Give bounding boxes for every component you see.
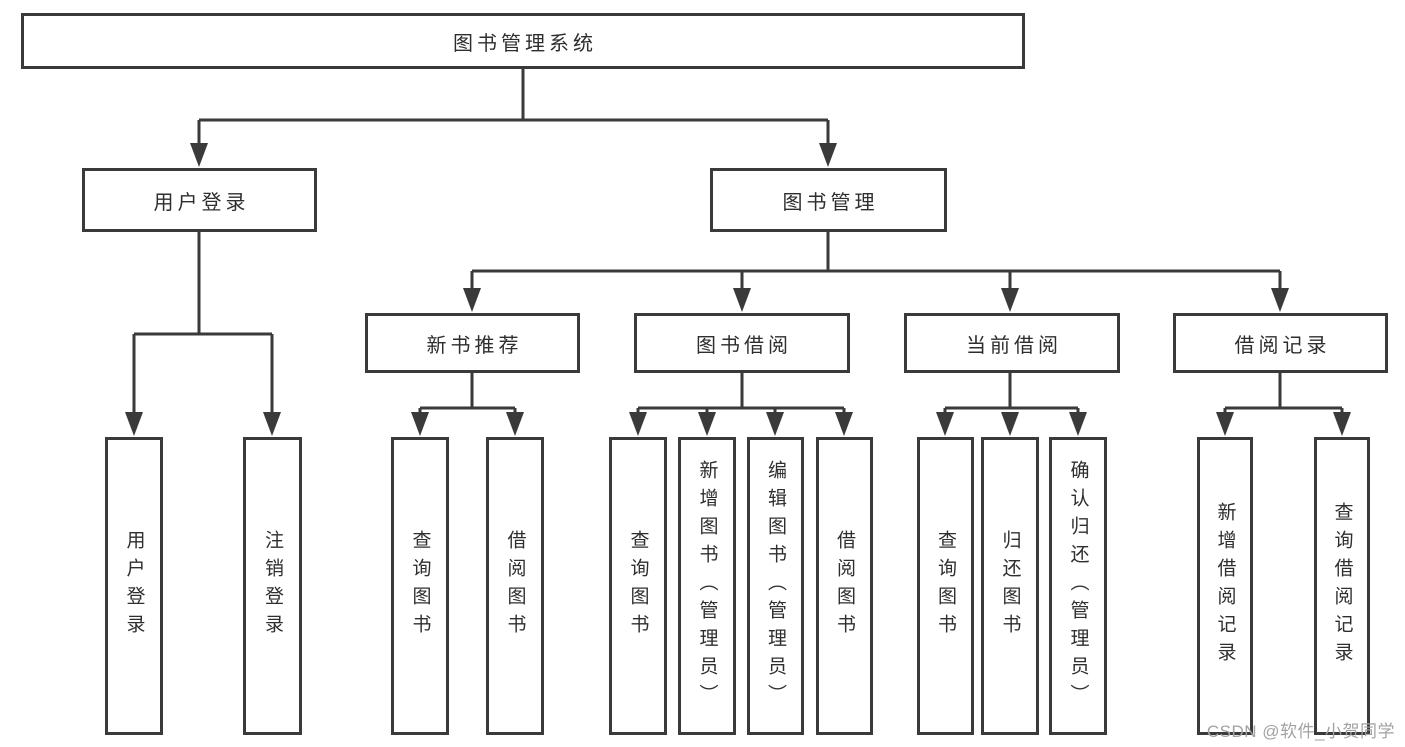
node-borrow-records: 借阅记录 — [1173, 313, 1388, 373]
leaf-logout: 注销登录 — [243, 437, 302, 735]
leaf-query-borrow-record-label: 查询借阅记录 — [1331, 502, 1353, 670]
leaf-add-book-admin: 新增图书（管理员） — [678, 437, 736, 735]
arrowheads — [125, 143, 1351, 436]
leaf-confirm-return-admin: 确认归还（管理员） — [1049, 437, 1107, 735]
connector-current-borrow-to-leaves — [943, 373, 1080, 418]
node-current-borrow-label: 当前借阅 — [966, 334, 1062, 357]
leaf-add-book-admin-label: 新增图书（管理员） — [696, 460, 718, 712]
leaf-add-borrow-record: 新增借阅记录 — [1197, 437, 1253, 735]
leaf-logout-label: 注销登录 — [262, 530, 283, 642]
node-current-borrow: 当前借阅 — [904, 313, 1120, 373]
node-user-login: 用户登录 — [82, 168, 317, 232]
leaf-borrow-books-label: 借阅图书 — [834, 530, 855, 642]
leaf-add-borrow-record-label: 新增借阅记录 — [1214, 502, 1236, 670]
connector-new-book-recommend-to-leaves — [418, 373, 517, 418]
leaf-user-login-label: 用户登录 — [123, 530, 145, 642]
leaf-borrow-books: 借阅图书 — [816, 437, 873, 735]
leaf-query-books-borrow-label: 查询图书 — [627, 530, 649, 642]
leaf-query-borrow-record: 查询借阅记录 — [1314, 437, 1370, 735]
node-new-book-recommend: 新书推荐 — [365, 313, 580, 373]
leaf-query-books-current: 查询图书 — [917, 437, 974, 735]
leaf-query-books-borrow: 查询图书 — [609, 437, 667, 735]
node-root-label: 图书管理系统 — [453, 32, 597, 55]
connector-book-borrow-to-leaves — [636, 373, 846, 418]
csdn-watermark: CSDN @软件_小贺同学 — [1206, 722, 1395, 741]
node-user-login-label: 用户登录 — [153, 191, 250, 214]
leaf-borrow-books-recommend-label: 借阅图书 — [504, 530, 526, 642]
leaf-user-login: 用户登录 — [105, 437, 163, 735]
leaf-return-book-label: 归还图书 — [999, 530, 1021, 642]
node-book-borrow-label: 图书借阅 — [696, 334, 792, 357]
leaf-query-books-current-label: 查询图书 — [935, 530, 956, 642]
leaf-query-books-recommend: 查询图书 — [391, 437, 449, 735]
node-book-management-label: 图书管理 — [782, 191, 879, 214]
node-book-management: 图书管理 — [710, 168, 947, 232]
leaf-edit-book-admin: 编辑图书（管理员） — [747, 437, 804, 735]
connector-borrow-records-to-leaves — [1223, 373, 1344, 418]
leaf-return-book: 归还图书 — [981, 437, 1039, 735]
connector-book-management-to-level3 — [470, 232, 1282, 294]
connector-user-login-to-leaves — [132, 232, 274, 418]
leaf-query-books-recommend-label: 查询图书 — [409, 530, 431, 642]
node-root: 图书管理系统 — [21, 13, 1025, 69]
node-borrow-records-label: 借阅记录 — [1234, 334, 1331, 357]
leaf-confirm-return-admin-label: 确认归还（管理员） — [1067, 460, 1089, 712]
leaf-borrow-books-recommend: 借阅图书 — [486, 437, 544, 735]
connector-root-to-level2 — [197, 69, 830, 150]
leaf-edit-book-admin-label: 编辑图书（管理员） — [765, 460, 786, 712]
node-book-borrow: 图书借阅 — [634, 313, 850, 373]
node-new-book-recommend-label: 新书推荐 — [426, 334, 523, 357]
